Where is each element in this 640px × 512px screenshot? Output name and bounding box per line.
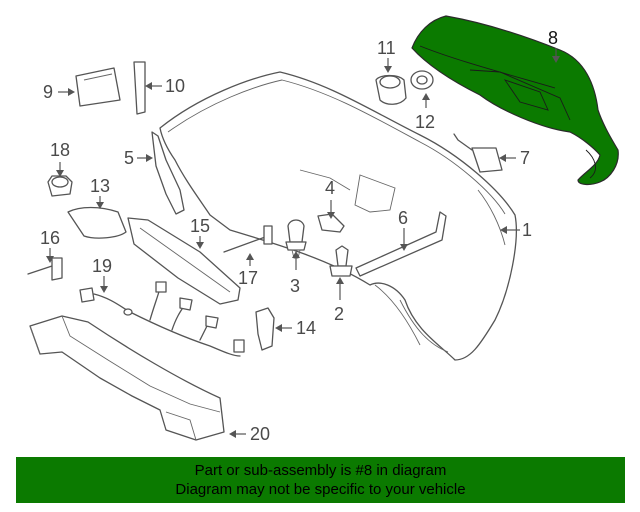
part-8-lower-valance[interactable] <box>411 15 619 186</box>
part-12[interactable] <box>410 70 434 90</box>
callout-19: 19 <box>92 256 112 276</box>
callout-12: 12 <box>415 112 435 132</box>
callout-15: 15 <box>190 216 210 236</box>
part-9[interactable] <box>75 67 121 107</box>
part-15[interactable] <box>127 217 241 305</box>
part-1-bumper-cover[interactable] <box>159 71 517 361</box>
callout-7: 7 <box>520 148 530 168</box>
part-10[interactable] <box>133 61 146 115</box>
callout-11: 11 <box>377 38 396 58</box>
callout-16: 16 <box>40 228 60 248</box>
leader-lines <box>46 48 560 438</box>
part-7[interactable] <box>453 133 503 173</box>
callout-2: 2 <box>334 304 344 324</box>
part-17[interactable] <box>223 225 273 253</box>
callout-18: 18 <box>50 140 70 160</box>
banner-line-2: Diagram may not be specific to your vehi… <box>175 481 466 498</box>
callout-3: 3 <box>290 276 300 296</box>
callout-4: 4 <box>325 178 335 198</box>
callout-10: 10 <box>165 76 185 96</box>
part-19-wiring-harness[interactable] <box>79 281 245 357</box>
part-5[interactable] <box>151 131 185 215</box>
part-11[interactable] <box>375 74 407 105</box>
part-6[interactable] <box>355 211 447 277</box>
part-20-reinforcement-beam[interactable] <box>29 315 225 441</box>
callout-14: 14 <box>296 318 316 338</box>
part-14[interactable] <box>255 307 275 351</box>
part-3[interactable] <box>285 219 307 259</box>
part-13[interactable] <box>67 206 127 239</box>
callout-9: 9 <box>43 82 53 102</box>
callout-17: 17 <box>238 268 258 288</box>
callout-20: 20 <box>250 424 270 444</box>
part-18[interactable] <box>47 175 73 197</box>
callout-6: 6 <box>398 208 408 228</box>
callout-8: 8 <box>548 28 558 48</box>
parts-diagram: 1 2 3 4 5 6 7 8 9 10 11 12 13 14 15 16 1… <box>27 15 619 444</box>
banner-line-1: Part or sub-assembly is #8 in diagram <box>194 462 447 479</box>
part-16[interactable] <box>27 257 63 281</box>
part-2[interactable] <box>329 245 353 277</box>
info-banner: Part or sub-assembly is #8 in diagram Di… <box>16 457 625 503</box>
callout-13: 13 <box>90 176 110 196</box>
callout-1: 1 <box>522 220 532 240</box>
callout-5: 5 <box>124 148 134 168</box>
callout-labels: 1 2 3 4 5 6 7 8 9 10 11 12 13 14 15 16 1… <box>40 28 558 444</box>
